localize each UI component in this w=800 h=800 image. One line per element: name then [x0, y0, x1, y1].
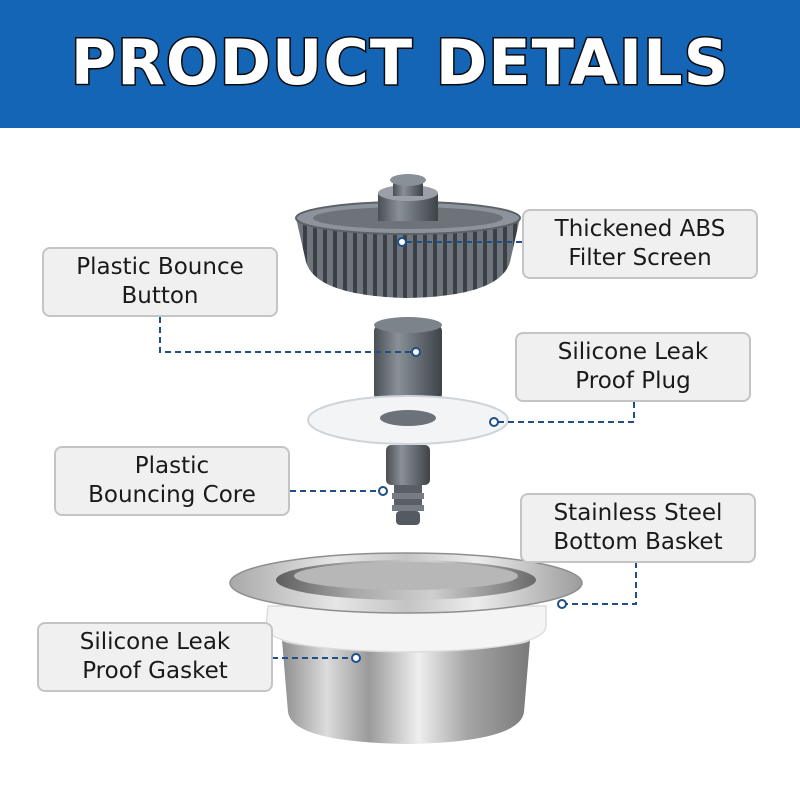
bottom-basket-illustration [229, 552, 583, 744]
leader-bounce-button [159, 317, 416, 353]
leader-dots [351, 237, 567, 663]
page-title: PRODUCT DETAILS [69, 25, 730, 101]
label-silicone-plug: Silicone Leak Proof Plug [515, 332, 751, 402]
leader-bottom-basket [562, 562, 637, 605]
label-filter-screen: Thickened ABS Filter Screen [522, 209, 758, 279]
bouncing-core-illustration [386, 445, 430, 525]
label-bounce-button: Plastic Bounce Button [42, 247, 278, 317]
silicone-plug-illustration [307, 395, 509, 445]
leader-lines [159, 241, 637, 659]
label-bouncing-core: Plastic Bouncing Core [54, 446, 290, 516]
leader-silicone-plug [494, 402, 635, 423]
filter-screen-illustration [295, 174, 521, 298]
label-bottom-basket: Stainless Steel Bottom Basket [520, 493, 756, 563]
label-gasket: Silicone Leak Proof Gasket [37, 622, 273, 692]
header-banner: PRODUCT DETAILS [0, 0, 800, 128]
